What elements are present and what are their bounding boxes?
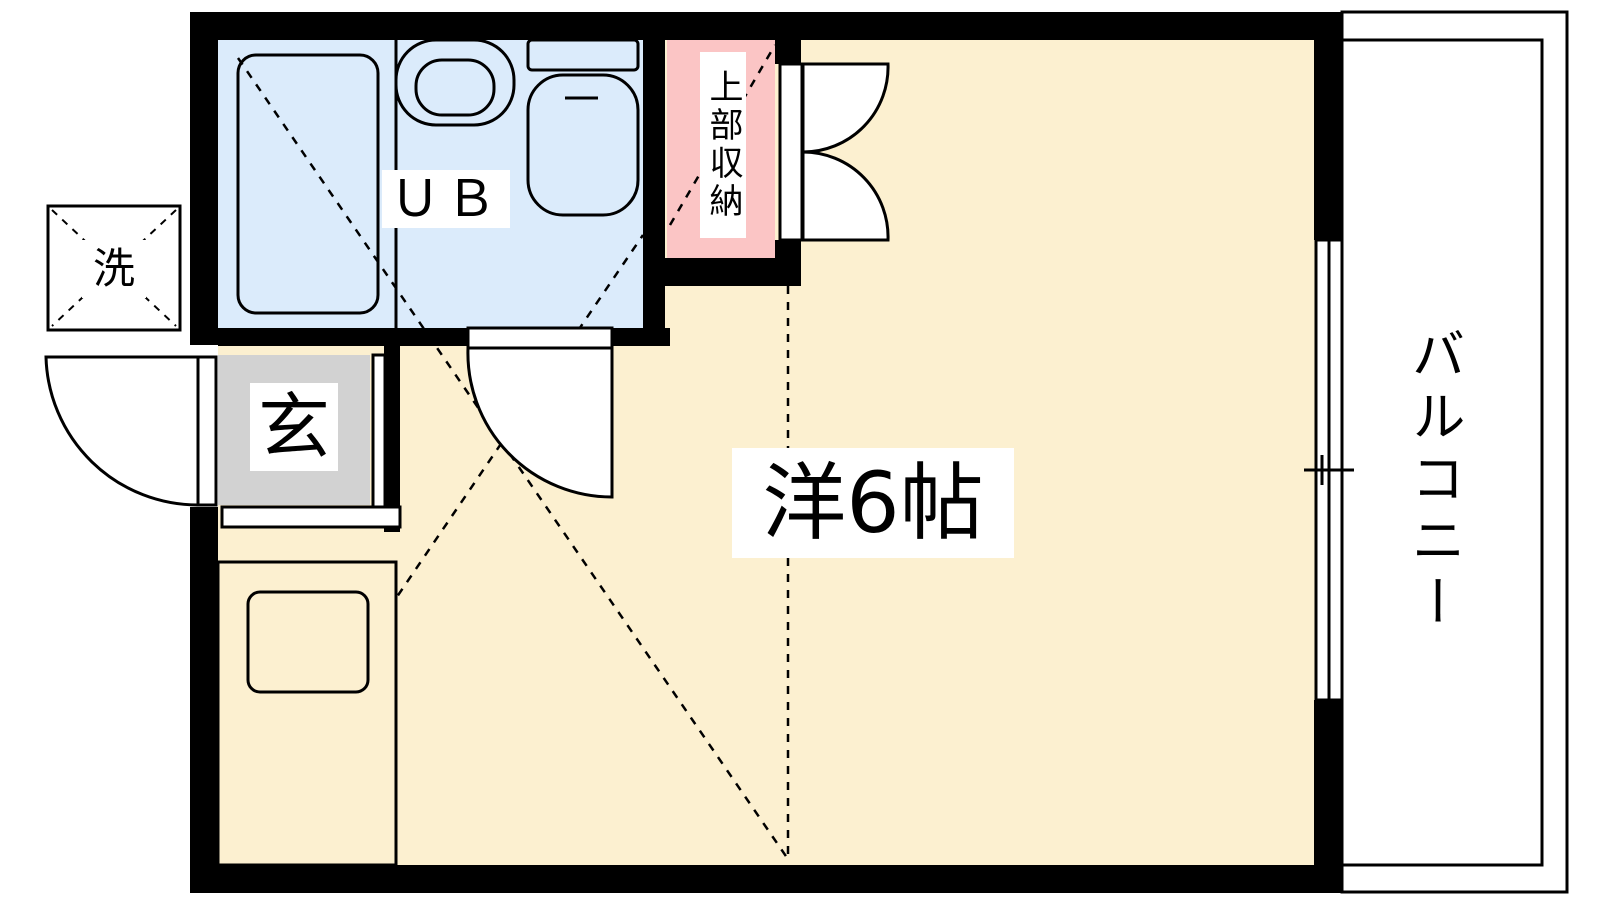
- toilet: [526, 38, 640, 217]
- kitchen-counter: [216, 560, 398, 867]
- balcony-floor: [1340, 10, 1569, 894]
- washbasin: [394, 38, 516, 127]
- entrance-label: 玄: [250, 383, 338, 471]
- storage-doors: [778, 62, 890, 242]
- unit-bath-label: ＵＢ: [382, 170, 510, 228]
- western-room-label: 洋6帖: [732, 448, 1014, 558]
- walls: [190, 12, 1342, 893]
- bathroom-door: [466, 326, 614, 499]
- balcony-text: バルコニー: [1402, 326, 1465, 636]
- balcony-label: バルコニー: [1398, 316, 1468, 646]
- upper-storage-label: 上部収納: [700, 52, 746, 238]
- upper-storage-text: 上部収納: [703, 69, 743, 221]
- washer-label: 洗: [82, 240, 146, 298]
- entrance-door: [44, 353, 402, 529]
- window: [1304, 238, 1354, 702]
